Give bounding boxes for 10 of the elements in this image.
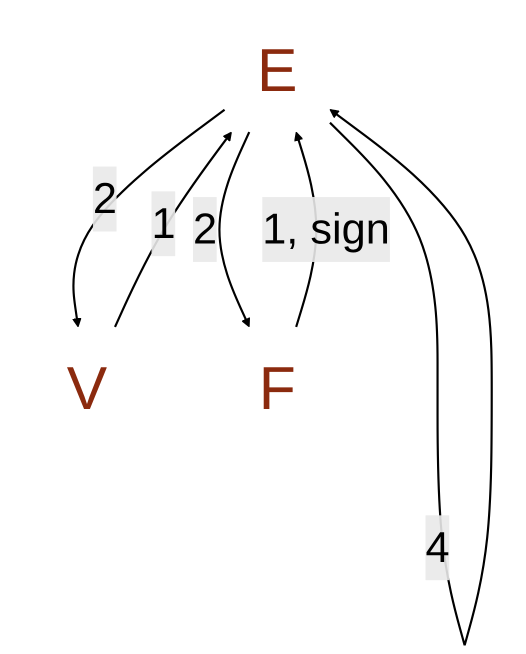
edge-label: 2 — [92, 175, 117, 223]
edge-label: 4 — [426, 524, 450, 572]
node-text: V — [66, 354, 108, 422]
edge-label: 1, sign — [262, 206, 390, 254]
arrow — [218, 132, 250, 328]
node-text: F — [258, 354, 296, 422]
edge-label: 2 — [192, 206, 218, 254]
arrow — [328, 109, 493, 646]
node-text: E — [257, 36, 298, 104]
edge-label: 1 — [151, 200, 176, 248]
